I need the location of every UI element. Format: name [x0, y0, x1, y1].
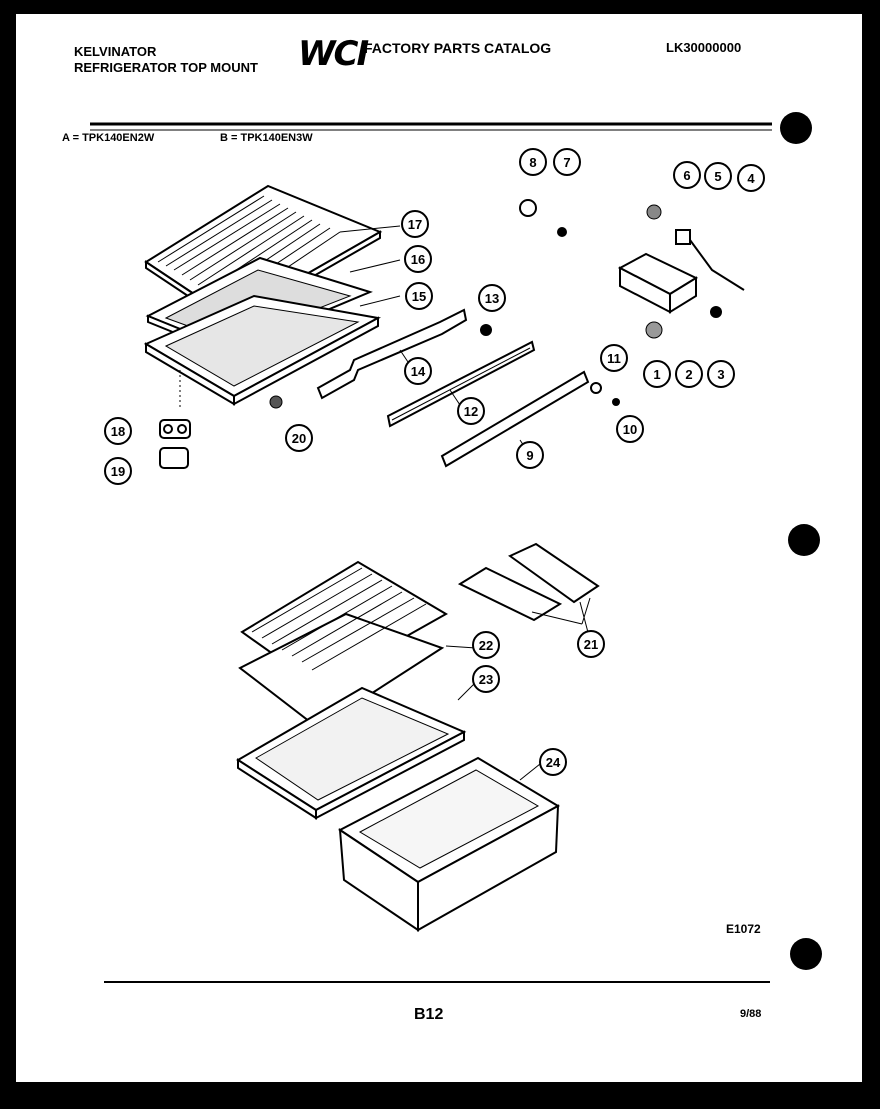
part-lower-rail — [440, 370, 590, 468]
callout-circle — [737, 164, 765, 192]
callout-number: 2 — [685, 367, 692, 382]
callout-number: 10 — [623, 422, 637, 437]
drawing-code: E1072 — [726, 922, 761, 936]
callout-circle — [404, 357, 432, 385]
callout-circle — [285, 424, 313, 452]
callout-circle — [600, 344, 628, 372]
callout-number: 24 — [546, 755, 561, 770]
callout-number: 12 — [464, 404, 478, 419]
punch-hole — [790, 938, 822, 970]
callout-circle — [516, 441, 544, 469]
callout-circle — [519, 148, 547, 176]
callout-circle — [104, 457, 132, 485]
callout-circle — [404, 245, 432, 273]
callout-number: 18 — [111, 424, 125, 439]
callout-circle — [405, 282, 433, 310]
callout-number: 16 — [411, 252, 425, 267]
part-wire — [689, 239, 745, 291]
part-nut — [480, 324, 492, 336]
callout-circle — [673, 161, 701, 189]
part-shelf-frame — [143, 294, 381, 406]
callout-circle — [704, 162, 732, 190]
brand-header: KELVINATOR REFRIGERATOR TOP MOUNT — [74, 44, 258, 76]
callout-number: 3 — [717, 367, 724, 382]
callout-number: 13 — [485, 291, 499, 306]
part-ice-trays — [457, 542, 600, 625]
punch-hole — [780, 112, 812, 144]
part-glass-shelf — [238, 560, 449, 730]
callout-number: 9 — [526, 448, 533, 463]
part-light-socket — [557, 227, 567, 237]
part-switch — [675, 229, 691, 245]
callout-number: 14 — [411, 364, 426, 379]
callout-number: 8 — [529, 155, 536, 170]
revision-date: 9/88 — [740, 1008, 762, 1020]
catalog-number: LK30000000 — [666, 40, 742, 55]
part-light-bulb — [519, 199, 537, 217]
callout-number: 22 — [479, 638, 493, 653]
callout-circle — [707, 360, 735, 388]
brand-name: KELVINATOR — [74, 44, 157, 59]
part-clip — [159, 419, 191, 439]
callout-number: 6 — [683, 168, 690, 183]
part-rail — [386, 340, 536, 428]
callout-circle — [472, 631, 500, 659]
model-b: B = TPK140EN3W — [220, 132, 313, 144]
catalog-title: FACTORY PARTS CATALOG — [364, 40, 552, 56]
callout-circle — [472, 665, 500, 693]
callout-circle — [457, 397, 485, 425]
callout-number: 19 — [111, 464, 125, 479]
part-grommet — [645, 321, 663, 339]
callout-circle — [539, 748, 567, 776]
callout-number: 21 — [584, 637, 598, 652]
callout-circle — [577, 630, 605, 658]
part-mounting-bracket — [316, 308, 468, 400]
part-control-housing — [617, 252, 699, 314]
callout-number: 7 — [563, 155, 570, 170]
callout-circle — [401, 210, 429, 238]
part-cap — [710, 306, 722, 318]
part-screw — [269, 395, 283, 409]
product-name: REFRIGERATOR TOP MOUNT — [74, 60, 258, 75]
part-crisper-cover — [236, 686, 467, 820]
callout-circle — [104, 417, 132, 445]
punch-hole — [788, 524, 820, 556]
callout-number: 5 — [714, 169, 721, 184]
part-crisper-drawer — [338, 756, 561, 932]
part-washer — [590, 382, 602, 394]
wci-logo: WCI — [298, 34, 369, 74]
callout-circle — [643, 360, 671, 388]
leader-lines — [339, 225, 591, 781]
callout-circle — [478, 284, 506, 312]
part-knob — [646, 204, 662, 220]
callout-number: 4 — [747, 171, 755, 186]
callout-circle — [553, 148, 581, 176]
callout-number: 15 — [412, 289, 426, 304]
callout-circle — [675, 360, 703, 388]
callout-number: 23 — [479, 672, 493, 687]
callout-number: 1 — [653, 367, 660, 382]
part-screw-small — [612, 398, 620, 406]
callout-number: 11 — [607, 351, 621, 366]
page-number: B12 — [414, 1006, 444, 1023]
callout-number: 20 — [292, 431, 306, 446]
part-clip-lower — [159, 447, 189, 469]
callout-circle — [616, 415, 644, 443]
callout-number: 17 — [408, 217, 422, 232]
model-a: A = TPK140EN2W — [62, 132, 155, 144]
